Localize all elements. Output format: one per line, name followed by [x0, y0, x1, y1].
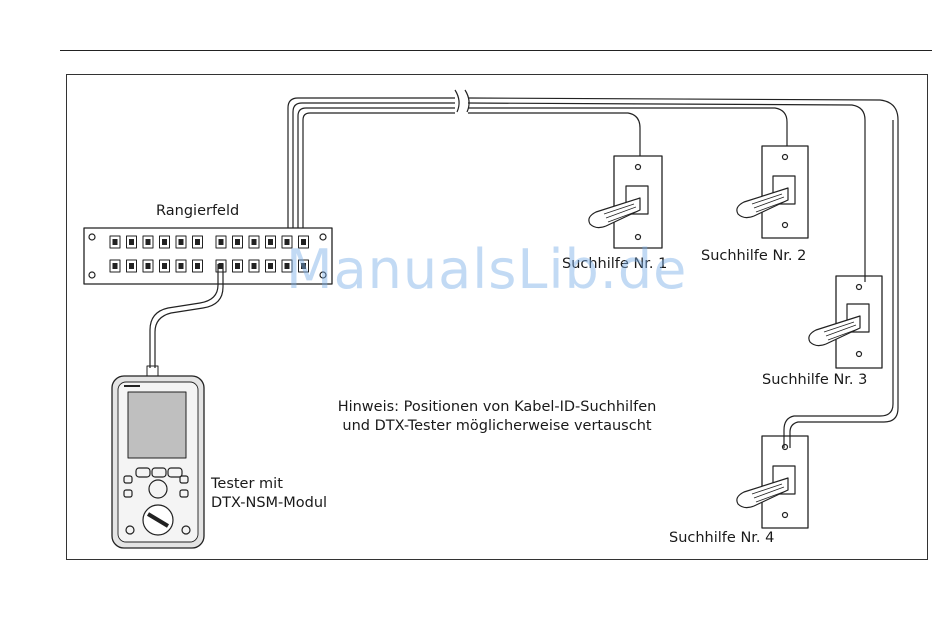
- rj45-port-contact: [146, 239, 151, 245]
- patch-panel-label: Rangierfeld: [156, 203, 239, 219]
- dtx-tester: [112, 376, 204, 548]
- rj45-port-contact: [162, 239, 167, 245]
- note-text: Hinweis: Positionen von Kabel-ID-Suchhil…: [300, 398, 694, 436]
- tester-label-line1: Tester mit: [211, 476, 283, 492]
- rj45-port-contact: [195, 239, 200, 245]
- rj45-port-contact: [195, 263, 200, 269]
- probe-3-label: Suchhilfe Nr. 3: [762, 372, 867, 388]
- rj45-port-contact: [179, 263, 184, 269]
- note-line-2: und DTX-Tester möglicherweise vertauscht: [300, 417, 694, 436]
- rj45-port-contact: [162, 263, 167, 269]
- probe-2-label: Suchhilfe Nr. 2: [701, 248, 806, 264]
- rj45-port-contact: [235, 239, 240, 245]
- note-line-1: Hinweis: Positionen von Kabel-ID-Suchhil…: [300, 398, 694, 417]
- probe-4-label: Suchhilfe Nr. 4: [669, 530, 774, 546]
- rj45-port-contact: [219, 239, 224, 245]
- rj45-port-contact: [268, 263, 273, 269]
- rj45-port-contact: [129, 239, 134, 245]
- rj45-port-contact: [129, 263, 134, 269]
- rj45-port-contact: [113, 263, 118, 269]
- rj45-port-contact: [252, 263, 257, 269]
- tester-label-line2: DTX-NSM-Modul: [211, 495, 327, 511]
- rj45-port-contact: [179, 239, 184, 245]
- patch-panel-ports: [110, 236, 309, 272]
- patch-cord: [147, 264, 223, 376]
- rj45-port-contact: [268, 239, 273, 245]
- rj45-port-contact: [146, 263, 151, 269]
- id-locator-3: [809, 316, 860, 346]
- rj45-port-contact: [113, 239, 118, 245]
- rj45-port-contact: [235, 263, 240, 269]
- rj45-port-contact: [252, 239, 257, 245]
- watermark: ManualsLib.de: [286, 238, 687, 301]
